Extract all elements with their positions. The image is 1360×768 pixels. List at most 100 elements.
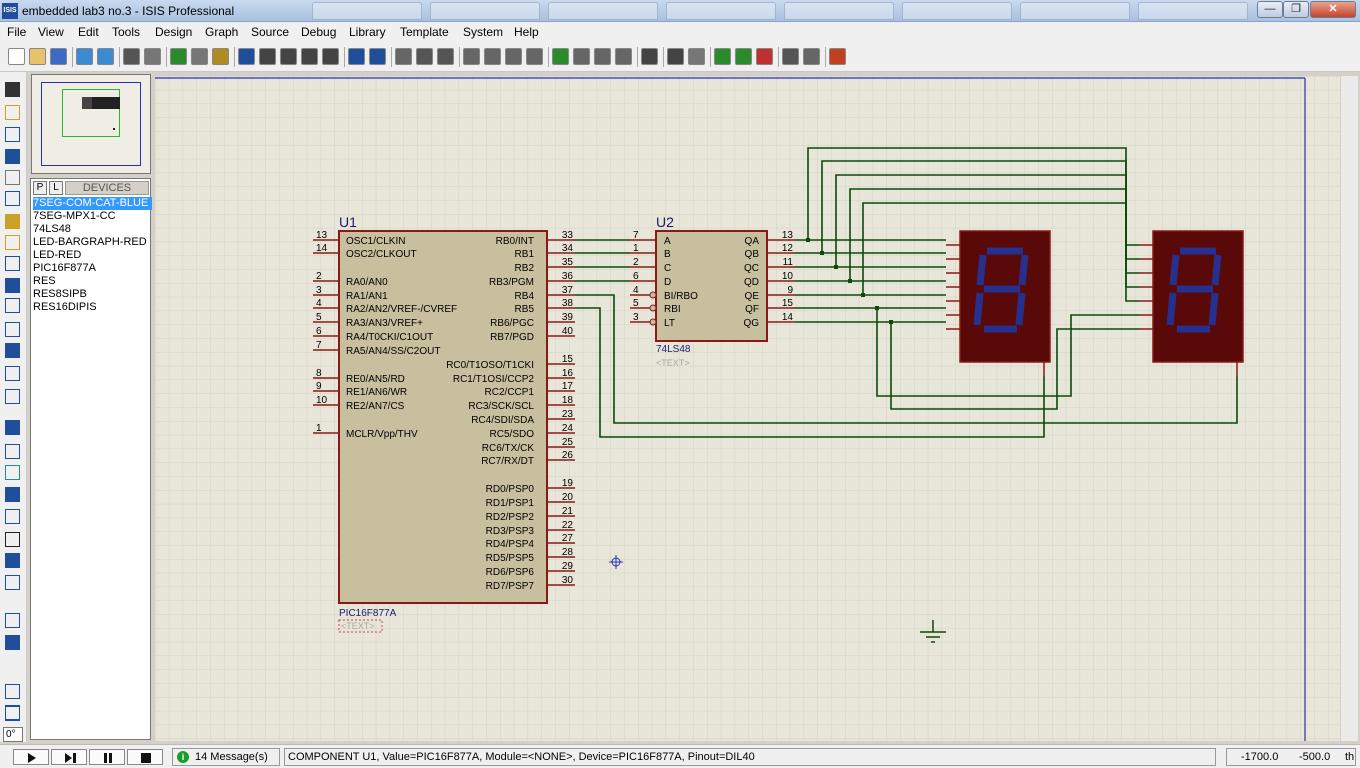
minimize-button[interactable]: — [1257,1,1283,18]
line-icon[interactable] [5,420,20,435]
circle-icon[interactable] [5,465,20,480]
menu-library[interactable]: Library [349,25,386,39]
mirror-y-icon[interactable] [5,706,20,721]
zoom-all-icon[interactable] [301,48,318,65]
packaging-icon[interactable] [594,48,611,65]
pick-device-icon[interactable] [552,48,569,65]
rotate-cw-icon[interactable] [5,613,20,628]
schematic-canvas[interactable]: U1PIC16F877A<TEXT>13OSC1/CLKIN14OSC2/CLK… [155,76,1340,741]
copy-icon[interactable] [416,48,433,65]
grid-icon[interactable] [191,48,208,65]
area-icon[interactable] [144,48,161,65]
overview-window[interactable] [31,74,151,174]
block-delete-icon[interactable] [526,48,543,65]
isis-app-icon[interactable]: ISIS [2,3,18,19]
marker-icon[interactable] [5,575,20,590]
device-item[interactable]: RES8SIPB [33,288,87,300]
device-item[interactable]: LED-BARGRAPH-RED [33,236,147,248]
menu-tools[interactable]: Tools [112,25,141,39]
print-icon[interactable] [123,48,140,65]
junction-icon[interactable] [5,127,20,142]
generator-icon[interactable] [5,322,20,337]
stop-button[interactable] [127,749,163,765]
paste-icon[interactable] [437,48,454,65]
property-tool-icon[interactable] [688,48,705,65]
device-item[interactable]: PIC16F877A [33,262,96,274]
cut-icon[interactable] [395,48,412,65]
wire-autorouter-icon[interactable] [641,48,658,65]
device-item[interactable]: 7SEG-MPX1-CC [33,210,116,222]
block-rotate-icon[interactable] [505,48,522,65]
netlist-to-ares-icon[interactable] [829,48,846,65]
bus-icon[interactable] [5,191,20,206]
redo-icon[interactable] [369,48,386,65]
make-device-icon[interactable] [573,48,590,65]
selection-icon[interactable] [5,82,20,97]
component-icon[interactable] [5,105,20,120]
close-button[interactable]: ✕ [1310,1,1356,18]
zoom-out-icon[interactable] [280,48,297,65]
electrical-check-icon[interactable] [803,48,820,65]
import-icon[interactable] [76,48,93,65]
virtual-instrument-icon[interactable] [5,389,20,404]
step-button[interactable] [51,749,87,765]
vertical-scrollbar[interactable] [1341,76,1358,741]
menu-debug[interactable]: Debug [301,25,337,39]
device-item[interactable]: RES [33,275,56,287]
origin-icon[interactable] [212,48,229,65]
tape-icon[interactable] [5,298,20,313]
zoom-in-icon[interactable] [259,48,276,65]
menu-view[interactable]: View [38,25,64,39]
subcircuit-icon[interactable] [5,214,20,229]
block-copy-icon[interactable] [463,48,480,65]
path-icon[interactable] [5,509,20,524]
pick-device-button[interactable]: P [33,181,47,195]
pan-icon[interactable] [238,48,255,65]
rotate-ccw-icon[interactable] [5,635,20,650]
menu-system[interactable]: System [463,25,504,39]
box-icon[interactable] [5,444,20,459]
block-move-icon[interactable] [484,48,501,65]
remove-sheet-icon[interactable] [735,48,752,65]
export-icon[interactable] [97,48,114,65]
wire-label-icon[interactable] [5,149,20,164]
device-item[interactable]: RES16DIPIS [33,301,97,313]
bill-of-materials-icon[interactable] [782,48,799,65]
pause-button[interactable] [89,749,125,765]
arc-icon[interactable] [5,487,20,502]
device-item[interactable]: LED-RED [33,249,82,261]
graph-icon[interactable] [5,278,20,293]
menu-template[interactable]: Template [400,25,449,39]
menu-help[interactable]: Help [514,25,539,39]
new-sheet-icon[interactable] [714,48,731,65]
text-icon[interactable] [5,532,20,547]
open-icon[interactable] [29,48,46,65]
exit-to-parent-icon[interactable] [756,48,773,65]
undo-icon[interactable] [348,48,365,65]
rotation-field[interactable]: 0° [3,727,23,742]
refresh-icon[interactable] [170,48,187,65]
restore-button[interactable]: ❐ [1283,1,1309,18]
library-manager-button[interactable]: L [49,181,63,195]
text-script-icon[interactable] [5,170,20,185]
device-item[interactable]: 74LS48 [33,223,71,235]
menu-edit[interactable]: Edit [78,25,99,39]
terminal-icon[interactable] [5,235,20,250]
menu-design[interactable]: Design [155,25,193,39]
voltage-probe-icon[interactable] [5,343,20,358]
overview-viewport[interactable] [62,89,120,137]
pin-icon[interactable] [5,256,20,271]
zoom-area-icon[interactable] [322,48,339,65]
symbol-icon[interactable] [5,553,20,568]
menu-file[interactable]: File [7,25,27,39]
menu-source[interactable]: Source [251,25,290,39]
play-button[interactable] [13,749,49,765]
menu-graph[interactable]: Graph [205,25,239,39]
new-icon[interactable] [8,48,25,65]
mirror-x-icon[interactable] [5,684,20,699]
device-item[interactable]: 7SEG-COM-CAT-BLUE [33,197,153,210]
current-probe-icon[interactable] [5,366,20,381]
search-icon[interactable] [667,48,684,65]
messages-indicator[interactable]: i 14 Message(s) [172,748,280,766]
save-icon[interactable] [50,48,67,65]
